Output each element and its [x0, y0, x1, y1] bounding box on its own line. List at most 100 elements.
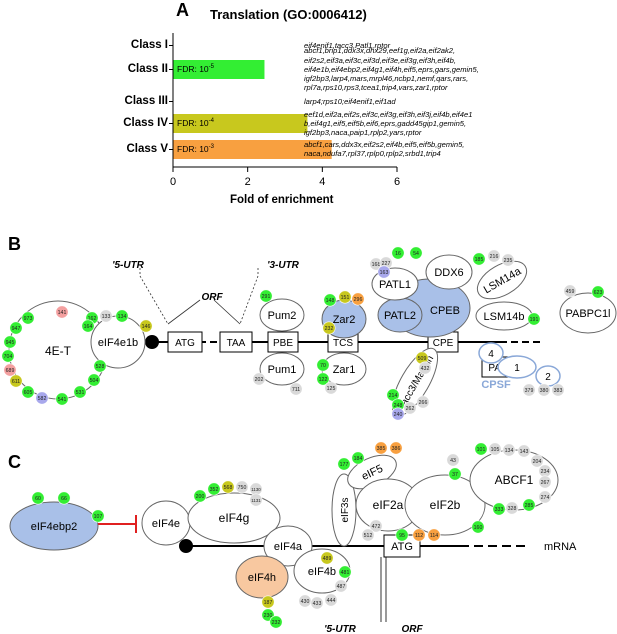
residue-badge	[21, 385, 35, 399]
residue-number: 328	[508, 506, 517, 512]
fdr-label: FDR: 10-5	[177, 64, 214, 74]
residue-number: 711	[292, 387, 300, 393]
orf-guide-left	[167, 299, 201, 325]
residue-number: 107	[94, 514, 103, 520]
residue-badge	[310, 596, 324, 610]
residue-badge	[472, 252, 486, 266]
residue-badge	[322, 321, 336, 335]
label-eif2b: eIF2b	[430, 498, 461, 512]
residue-number: 945	[6, 340, 15, 346]
residue-badge	[418, 361, 432, 375]
residue-badge	[57, 491, 71, 505]
residue-number: 541	[58, 397, 67, 403]
residue-number: 187	[264, 600, 273, 606]
residue-number: 125	[327, 386, 336, 392]
residue-badge	[446, 453, 460, 467]
residue-badge	[87, 373, 101, 387]
orf-guide-right	[213, 299, 241, 325]
residue-number: 162	[88, 316, 97, 322]
label-pabpc1l: PABPC1l	[565, 308, 610, 320]
residue-number: 531	[76, 390, 85, 396]
residue-number: 481	[341, 570, 350, 576]
residue-badge	[517, 444, 531, 458]
gene-list-line: igf2bp3,naca,paip1,rplp2,yars,rptor	[304, 128, 422, 138]
residue-badge	[427, 528, 441, 542]
label-eif4e1b: eIF4e1b	[98, 337, 138, 349]
residue-number: 266	[419, 400, 428, 406]
x-tick-label: 2	[244, 176, 251, 188]
fdr-text: FDR: 10	[177, 63, 209, 74]
fdr-label: FDR: 10-4	[177, 118, 214, 128]
mrna-label: mRNA	[544, 541, 577, 553]
residue-badge	[73, 385, 87, 399]
residue-badge	[115, 309, 129, 323]
residue-number: 432	[421, 366, 430, 372]
residue-number: 148	[326, 298, 335, 304]
protein-eif2b	[404, 474, 486, 536]
label-eif4b: eIF4b	[308, 566, 336, 578]
bar-class-v	[173, 140, 332, 159]
residue-badge	[259, 289, 273, 303]
label-pum2: Pum2	[268, 310, 297, 322]
residue-badge	[351, 292, 365, 306]
residue-badge	[530, 454, 544, 468]
residue-number: 54	[413, 251, 419, 257]
residue-number: 105	[491, 447, 500, 453]
utr5-label-c: '5-UTR	[324, 624, 357, 634]
protein-ddx6	[425, 254, 473, 290]
residue-badge	[369, 519, 383, 533]
residue-number: 430	[301, 599, 310, 605]
residue-badge	[538, 490, 552, 504]
residue-badge	[538, 475, 552, 489]
residue-number: 214	[389, 393, 398, 399]
atg-box-b	[167, 331, 203, 353]
residue-number: 380	[540, 388, 549, 394]
residue-number: 487	[337, 584, 346, 590]
label-patl2: PATL2	[384, 310, 416, 322]
orf-label-b: ORF	[201, 292, 223, 303]
residue-number: 204	[533, 459, 542, 465]
residue-number: 291	[262, 294, 271, 300]
residue-number: 184	[354, 456, 363, 462]
residue-badge	[320, 551, 334, 565]
residue-badge	[252, 372, 266, 386]
residue-number: 114	[430, 533, 438, 539]
cpsf-2-text: 2	[545, 372, 551, 383]
residue-number: 947	[12, 326, 21, 332]
label-eif4h: eIF4h	[248, 572, 276, 584]
residue-badge	[323, 293, 337, 307]
atg-text-b: ATG	[175, 338, 195, 349]
residue-number: 386	[392, 446, 401, 452]
residue-badge	[35, 391, 49, 405]
fdr-text: FDR: 10	[177, 143, 209, 154]
cpsf-1-text: 1	[514, 363, 520, 374]
x-tick-label: 4	[319, 176, 326, 188]
residue-badge	[505, 501, 519, 515]
label-4e-t: 4E-T	[45, 344, 72, 358]
residue-badge	[324, 381, 338, 395]
residue-badge	[334, 579, 348, 593]
residue-badge	[81, 319, 95, 333]
protein-pabpc1l	[559, 292, 617, 334]
residue-number: 285	[525, 503, 534, 509]
residue-number: 164	[84, 324, 93, 330]
gene-list-line: igf2bp3,larp4,mars,mrpl46,ncbp1,nemf,qar…	[304, 74, 469, 84]
residue-badge	[374, 441, 388, 455]
residue-badge	[91, 509, 105, 523]
residue-number: 160	[474, 525, 483, 531]
residue-badge	[527, 312, 541, 326]
residue-badge	[99, 309, 113, 323]
residue-number: 101	[477, 447, 486, 453]
label-eif3s: eIF3s	[340, 497, 351, 522]
residue-badge	[502, 443, 516, 457]
pbe-text: PBE	[273, 338, 293, 349]
gene-list: abcf1,brip1,ddx3x,dhx29,eef1g,eif2a,eif2…	[304, 46, 614, 92]
x-tick-label: 6	[393, 176, 401, 188]
taa-text: TAA	[227, 338, 246, 349]
residue-number: 232	[325, 326, 334, 332]
residue-badge	[235, 480, 249, 494]
protein-pum2	[259, 298, 305, 332]
residue-badge	[501, 253, 515, 267]
residue-badge	[377, 265, 391, 279]
residue-number: 509	[418, 356, 427, 362]
